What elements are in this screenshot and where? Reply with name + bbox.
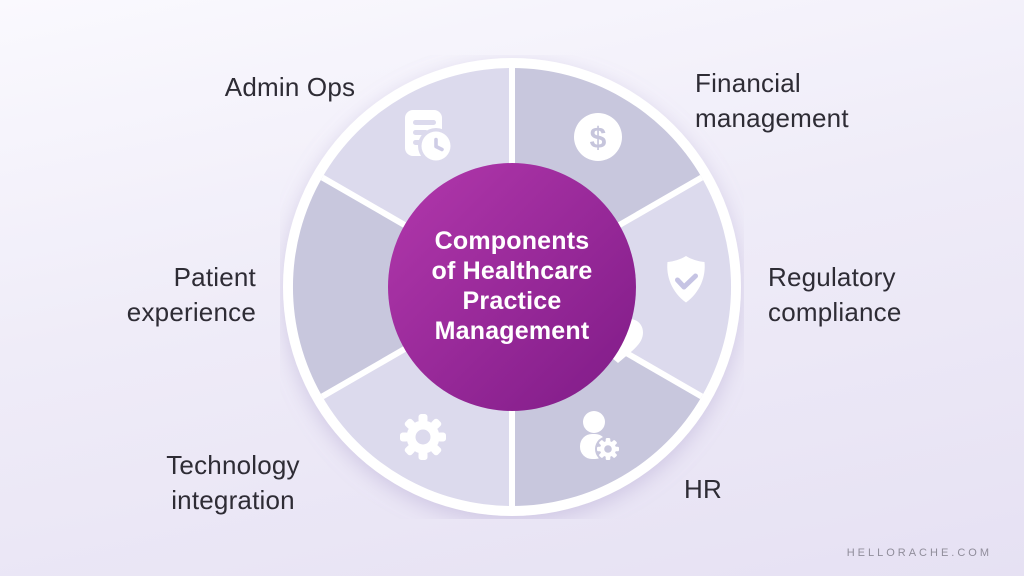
shield-check-icon [667,256,705,303]
center-circle [388,163,636,411]
segment-label-hr: HR [684,474,722,504]
person-gear-icon [580,411,621,462]
dollar-coin-icon: $ [574,113,622,161]
svg-text:$: $ [590,122,607,155]
segment-label-technology-integration: Technology integration [166,450,300,515]
center-title: Components of Healthcare Practice Manage… [397,226,627,346]
center-title-line: Practice [462,287,562,315]
center-title-line: of Healthcare [431,257,593,285]
components-wheel: $ [283,58,741,516]
document-clock-icon [405,110,454,164]
segment-label-admin-ops: Admin Ops [224,72,356,102]
segment-label-financial-management: Financial management [695,68,849,133]
center-title-line: Management [434,317,590,345]
segment-label-regulatory-compliance: Regulatory compliance [768,262,902,327]
watermark-hellorache: HELLORACHE.COM [846,547,992,559]
segment-label-patient-experience: Patient experience [126,262,256,327]
center-title-line: Components [434,227,590,255]
gear-icon [400,414,446,460]
